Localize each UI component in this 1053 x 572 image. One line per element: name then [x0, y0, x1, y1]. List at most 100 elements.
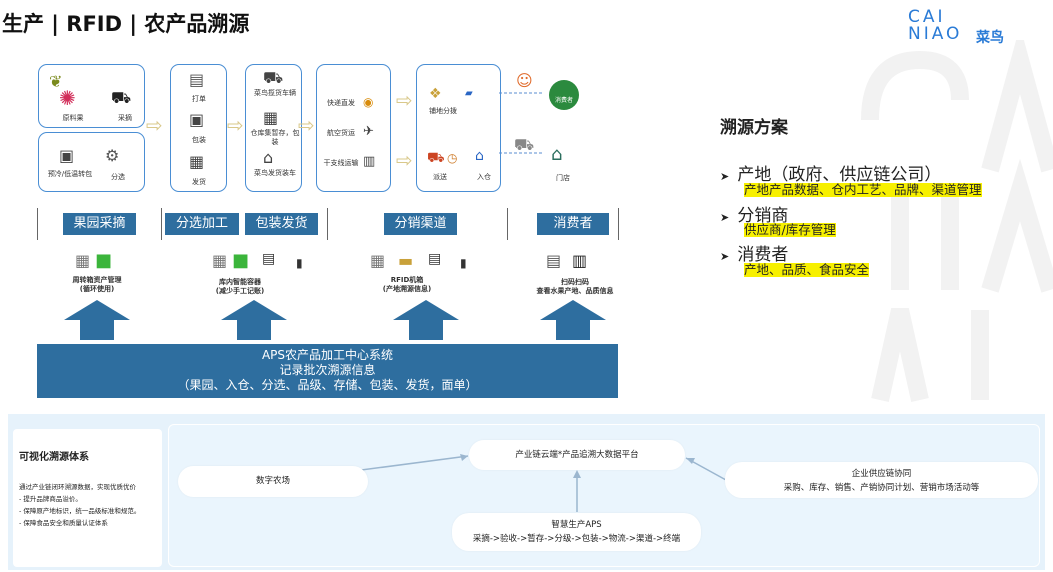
warehouse-blue-icon: ⌂: [475, 148, 484, 164]
person-icon: ☺: [516, 71, 533, 90]
consumer-badge: [549, 80, 579, 110]
label-sorting: 分选: [111, 173, 125, 181]
store-icon: ⌂: [551, 144, 563, 165]
flow-arrow: ⇨: [298, 113, 315, 137]
aps-line3: （果园、入仓、分选、品级、存储、包装、发货，面单）: [177, 378, 478, 392]
solution-item: ➤ 分销商: [720, 201, 788, 226]
aps-system-bar: APS农产品加工中心系统 记录批次溯源信息 （果园、入仓、分选、品级、存储、包装…: [37, 344, 618, 398]
dashed-connectors: [499, 92, 543, 154]
visual-desc-line: - 保障食品安全和质量认证体系: [19, 519, 108, 527]
rfid-grid-icon: ▦: [75, 251, 91, 270]
tech-rfid-line1: RFID机箱: [390, 276, 424, 284]
tech-crate-line2: (循环使用): [79, 285, 115, 293]
solution-item-detail: 产地产品数据、仓内工艺、品牌、渠道管理: [744, 182, 982, 197]
truck-icon: ⛟: [263, 68, 284, 87]
label-raw-fruit: 原料果: [62, 114, 84, 122]
stage-orchard: 果园采摘: [63, 213, 136, 235]
solution-item-detail: 产地、品质、食品安全: [744, 262, 870, 277]
aps-node: 智慧生产APS 采摘->验收->暂存->分级->包装->物流->渠道->终端: [452, 513, 701, 551]
bullet-arrow-icon: ➤: [720, 170, 730, 183]
solution-item-name: 消费者: [737, 245, 789, 265]
up-arrow: [393, 300, 459, 340]
tech-crate-line1: 周转箱资产管理: [72, 276, 122, 284]
label-picking: 采摘: [118, 114, 132, 122]
logo-text-top: CAI: [908, 7, 946, 27]
flow-arrow: ⇨: [146, 113, 163, 137]
card-precool-sort: ▣ ⚙ 预冷/低温转包 分选: [38, 132, 145, 192]
visual-desc-line: - 保障原产地标识，统一品级标准和规范。: [19, 507, 141, 515]
platform-node: 产业链云端*产品追溯大数据平台: [469, 440, 685, 470]
dragonfruit-icon: ✺: [59, 86, 76, 110]
aps-line1: APS农产品加工中心系统: [261, 348, 394, 362]
tech-container-line2: (减少手工记账): [215, 287, 265, 295]
gears-icon: ⚙: [105, 146, 120, 165]
visual-description-box: 可视化溯源体系 通过产业链闭环溯源数据，实现优质优价 - 提升品牌商品溢价。 -…: [13, 429, 162, 567]
label-pack: 包装: [192, 136, 206, 144]
green-crate-icon: ■: [95, 250, 113, 271]
green-crate-icon: ■: [232, 250, 250, 271]
solution-item: ➤ 产地（政府、供应链公司）: [720, 160, 941, 185]
digital-farm-node: 数字农场: [178, 466, 368, 497]
solution-item-name: 产地（政府、供应链公司）: [737, 165, 942, 185]
aps-desc: 采摘->验收->暂存->分级->包装->物流->渠道->终端: [472, 534, 681, 544]
tractor-icon: ⛟: [111, 88, 132, 107]
tech-scan-line2: 查看水果产地、品质信息: [536, 287, 614, 295]
flow-arrow: ⇨: [227, 113, 244, 137]
scan-phone-icon: ▤: [546, 251, 562, 270]
farm-label: 数字农场: [255, 476, 290, 486]
card-warehouse: ⛟ 菜鸟揽货车辆 ▦ 仓库集暂存，包装 ⌂ 菜鸟发货装车: [245, 64, 302, 192]
label-pickup-truck: 菜鸟揽货车辆: [254, 89, 296, 97]
label-local-sort: 铺地分拨: [429, 107, 457, 115]
logo-text-cn: 菜鸟: [976, 30, 1004, 46]
visual-title: 可视化溯源体系: [19, 452, 89, 463]
tech-rfid-line2: (产地溯源信息): [382, 285, 432, 293]
fruit-icon: ❦: [49, 72, 63, 91]
visual-desc-line: - 提升品牌商品溢价。: [19, 495, 82, 503]
card-orchard-fruit: ❦ ✺ ⛟ 原料果 采摘: [38, 64, 145, 128]
platform-label: 产业链云端*产品追溯大数据平台: [515, 450, 639, 460]
delivery-truck-icon: ⛟: [427, 150, 445, 166]
watermark-logo: [861, 40, 1053, 402]
rfid-reader-icon: ▤: [428, 251, 442, 267]
box-icon: ▣: [59, 146, 75, 165]
label-warehouse-stage: 仓库集暂存，包装: [250, 129, 300, 146]
bullet-arrow-icon: ➤: [720, 211, 730, 224]
courier-logo-icon: ▰: [465, 88, 473, 99]
platform-connectors: [292, 454, 727, 512]
collab-title: 企业供应链协同: [851, 469, 912, 479]
printer-icon: ▤: [189, 70, 205, 89]
label-air: 航空货运: [327, 129, 355, 137]
rfid-grid-icon: ▦: [370, 251, 386, 270]
label-loading: 菜鸟发货装车: [254, 169, 296, 177]
warehouse-icon: ⌂: [263, 148, 274, 167]
rfid-reader-icon: ▤: [262, 251, 276, 267]
label-consumer-badge: 消费者: [554, 97, 573, 104]
label-precool: 预冷/低温转包: [47, 170, 93, 178]
courier-badge-icon: ◉: [363, 95, 374, 109]
van-icon: ⛟: [514, 135, 535, 154]
stage-tick: [161, 208, 162, 240]
up-arrow: [221, 300, 287, 340]
solution-item-name: 分销商: [737, 206, 789, 226]
collab-desc: 采购、库存、销售、产销协同计划、营销市场活动等: [783, 483, 980, 493]
card-distribution: ❖ ▰ 铺地分拨 ⛟ ◷ ⌂ 派送 入仓: [416, 64, 501, 192]
barcode-icon: ▥: [572, 251, 588, 270]
fruit-pile-icon: ❖: [429, 86, 442, 102]
label-print: 打单: [192, 95, 206, 103]
solution-item: ➤ 消费者: [720, 240, 788, 265]
up-arrow: [64, 300, 130, 340]
solution-title: 溯源方案: [720, 118, 788, 138]
airplane-icon: ✈: [363, 124, 374, 139]
flow-arrow: ⇨: [396, 148, 413, 172]
logo-text-bottom: NIAO: [908, 24, 963, 44]
label-inbound: 入仓: [477, 173, 491, 181]
package-icon: ▣: [189, 110, 205, 129]
rfid-device-icon: ▮: [296, 256, 303, 270]
pallet-icon: ▦: [263, 108, 279, 127]
label-store: 门店: [556, 174, 570, 182]
stage-tick: [507, 208, 508, 240]
label-trunk: 干支线运输: [323, 159, 359, 167]
supply-collab-node: 企业供应链协同 采购、库存、销售、产销协同计划、营销市场活动等: [725, 462, 1038, 498]
visual-desc-line: 通过产业链闭环溯源数据，实现优质优价: [19, 483, 136, 491]
label-ship: 发货: [192, 178, 206, 186]
